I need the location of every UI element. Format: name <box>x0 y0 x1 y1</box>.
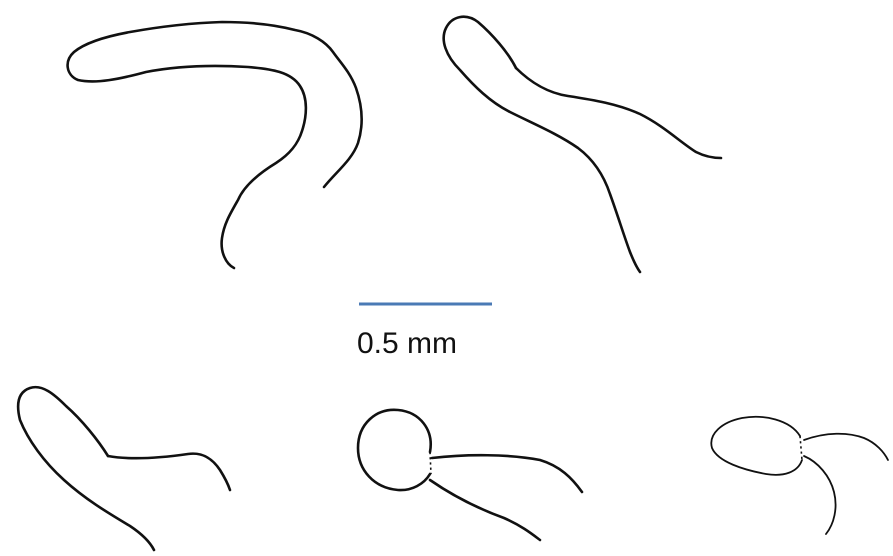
tapering-tail-form <box>444 17 721 272</box>
scale-bar-label: 0.5 mm <box>357 327 457 360</box>
pear-head-tail-form <box>18 387 230 550</box>
oval-head-branched-tail-form <box>711 417 888 534</box>
scale-bar: 0.5 mm <box>357 304 492 360</box>
round-head-tail-form <box>358 410 582 540</box>
elongated-curled-form <box>68 22 362 268</box>
